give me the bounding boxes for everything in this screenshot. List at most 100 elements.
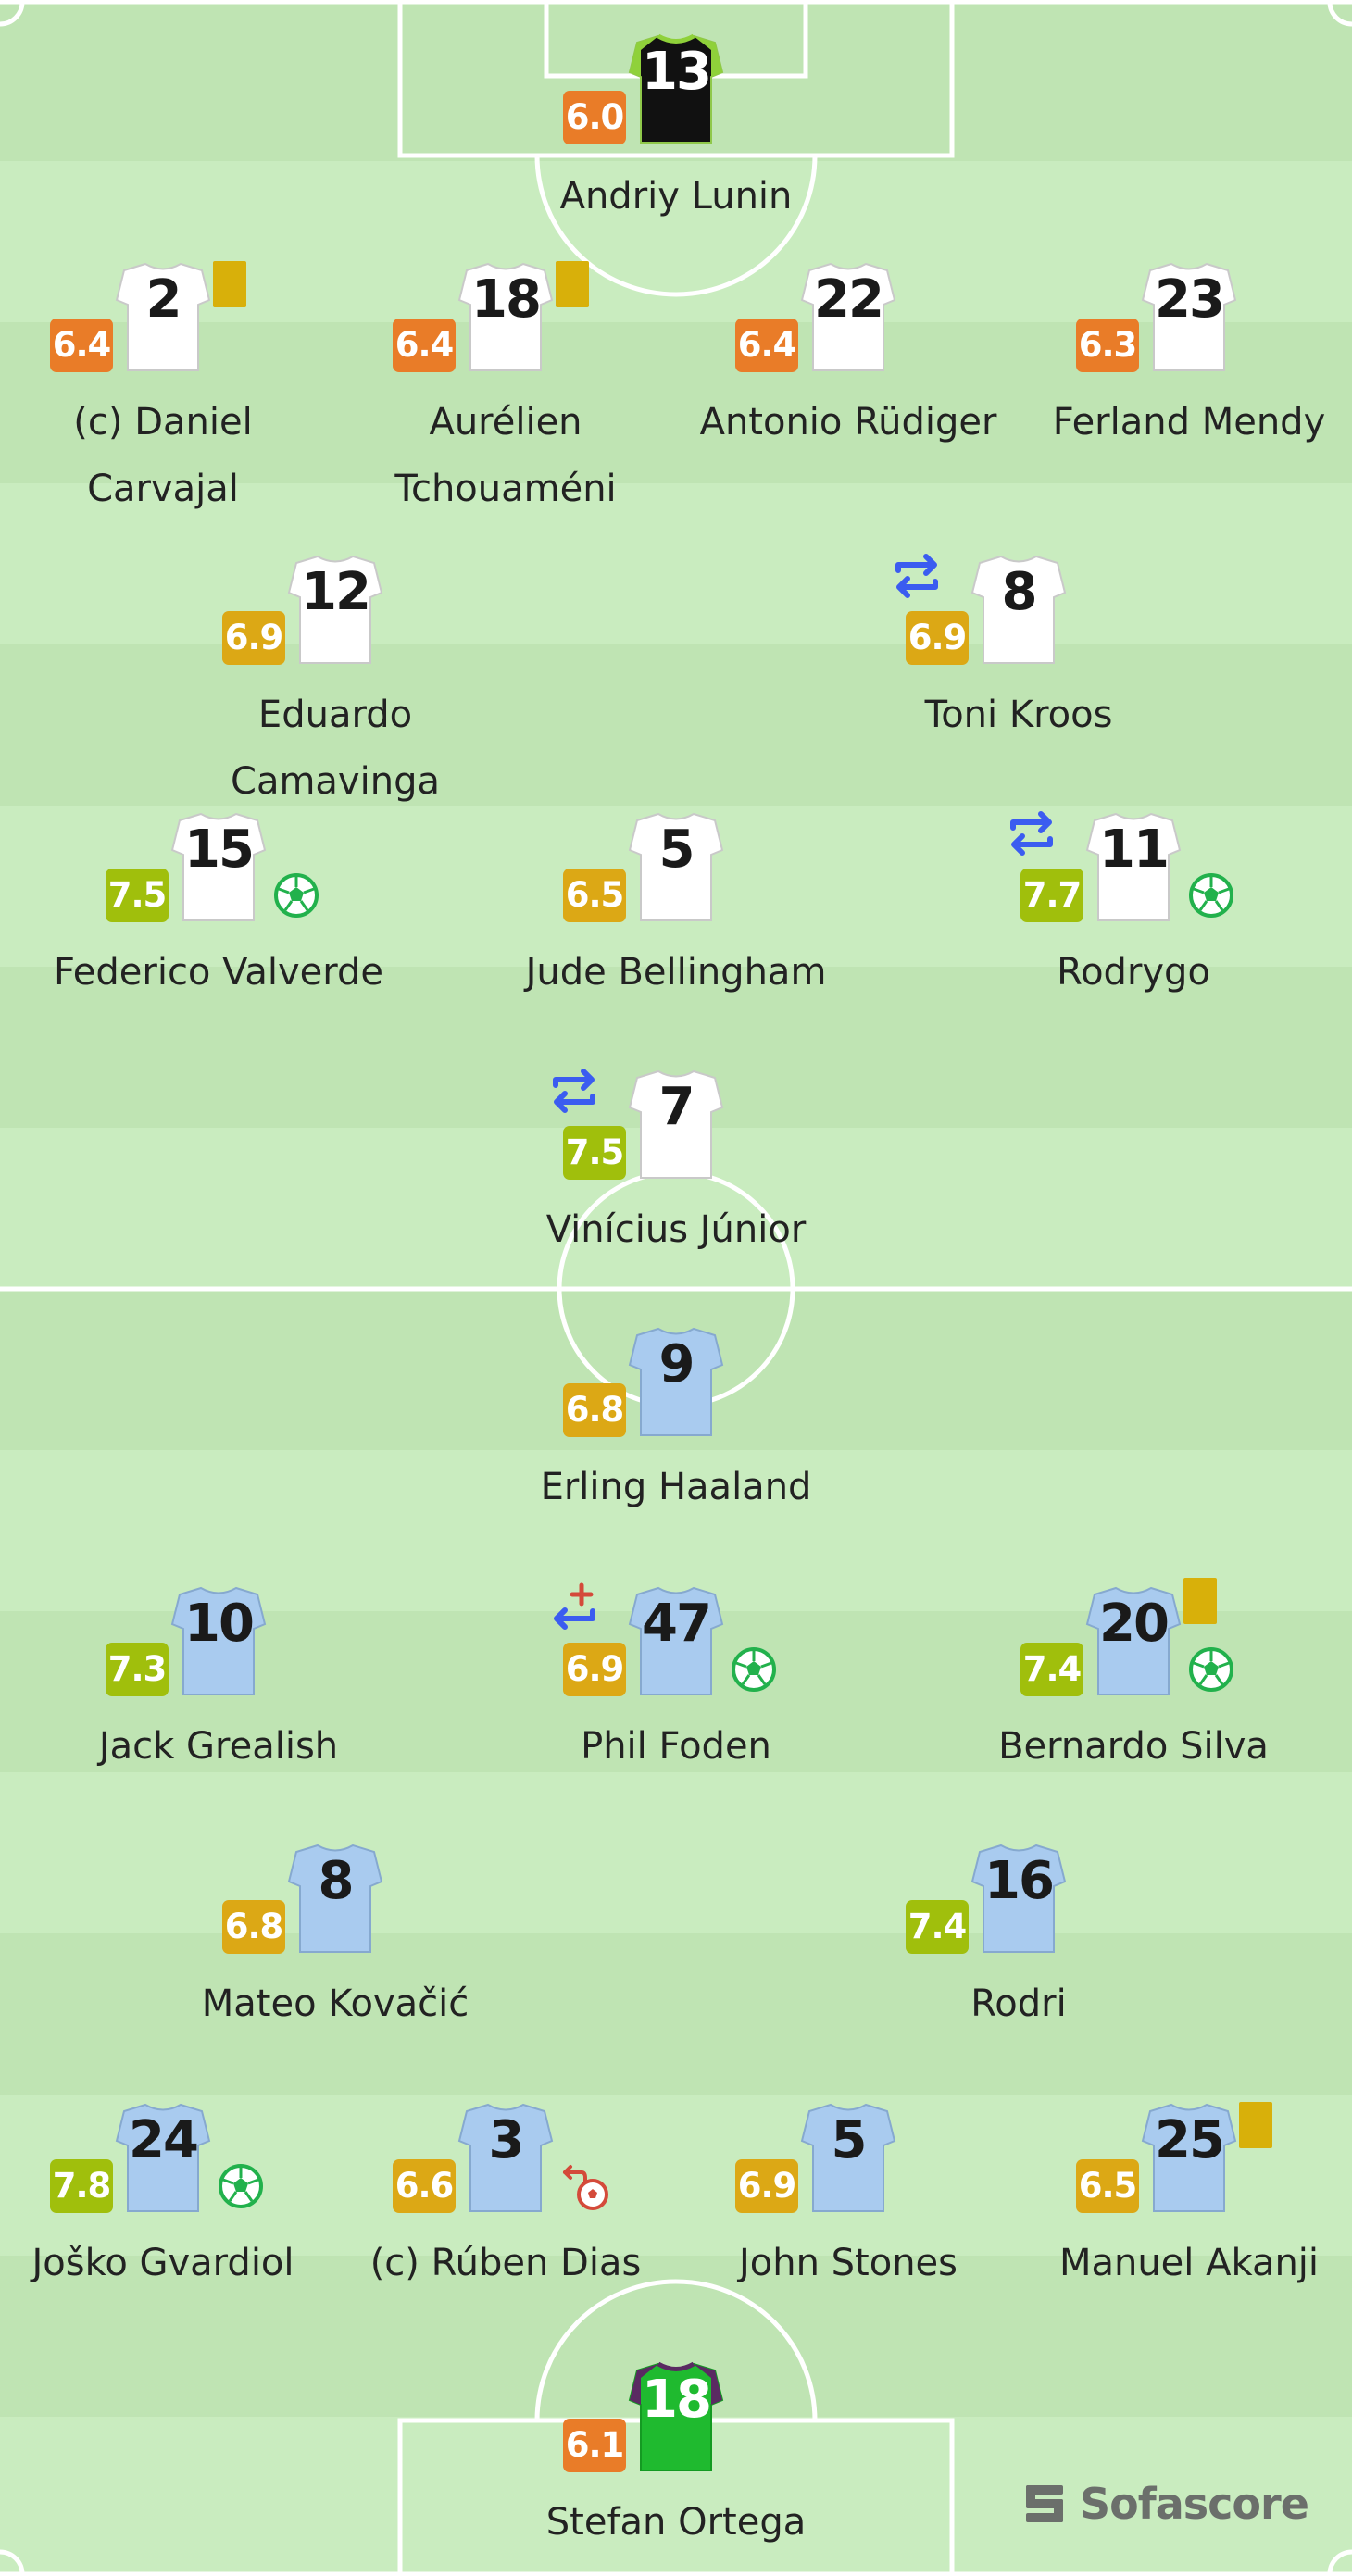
jersey-number: 3	[488, 2110, 525, 2170]
player-name: Mateo Kovačić	[201, 1982, 469, 2025]
player-card[interactable]: 5 6.9 John Stones	[672, 2102, 1024, 2370]
jersey-icon	[1085, 812, 1182, 921]
yellow-card-icon	[213, 261, 246, 307]
sofascore-logo-icon	[1026, 2485, 1063, 2522]
player-rating: 7.4	[906, 1900, 969, 1954]
jersey: 11	[1085, 811, 1182, 922]
player-rating: 6.3	[1076, 319, 1139, 372]
player-name: Andriy Lunin	[559, 175, 793, 218]
jersey: 16	[970, 1843, 1067, 1954]
player-rating: 7.4	[1020, 1643, 1083, 1696]
brand-name: Sofascore	[1080, 2479, 1309, 2529]
swap-arrows-icon	[553, 1069, 595, 1113]
jersey-number: 11	[1099, 819, 1170, 880]
jersey-number: 12	[301, 562, 371, 622]
player-card[interactable]: 24 7.8 Joško Gvardiol	[0, 2102, 339, 2370]
player-rating: 6.9	[222, 611, 285, 665]
player-card[interactable]: 5 6.5 Jude Bellingham	[500, 811, 852, 1080]
jersey-icon	[457, 262, 554, 371]
player-name: Antonio Rüdiger	[699, 401, 997, 444]
football-icon	[732, 1647, 776, 1692]
player-card[interactable]: 9 6.8 Erling Haaland	[500, 1326, 852, 1594]
player-card[interactable]: 20 7.4 Bernardo Silva	[958, 1578, 1309, 1854]
jersey-number: 5	[658, 819, 695, 880]
player-rating: 6.1	[563, 2419, 626, 2472]
jersey-number: 10	[184, 1594, 255, 1654]
jersey-icon	[1141, 262, 1237, 371]
player-name: Joško Gvardiol	[31, 2242, 294, 2284]
player-card[interactable]: 7 7.5 Vinícius Júnior	[500, 1069, 852, 1337]
player-rating: 6.4	[393, 319, 456, 372]
jersey: 5	[628, 811, 724, 922]
jersey-icon	[628, 1069, 724, 1179]
player-card[interactable]: 10 7.3 Jack Grealish	[43, 1585, 394, 1854]
jersey-icon	[115, 2103, 211, 2212]
jersey: 5	[800, 2102, 896, 2213]
player-card[interactable]: 25 6.5 Manuel Akanji	[1013, 2102, 1352, 2370]
player-name: Toni Kroos	[924, 694, 1113, 736]
jersey-number: 13	[642, 42, 712, 102]
player-rating: 6.8	[222, 1900, 285, 1954]
football-icon	[219, 2164, 263, 2208]
jersey-number: 16	[984, 1851, 1055, 1911]
player-card[interactable]: 18 6.4 Aurélien Tchouaméni	[330, 261, 682, 530]
player-rating: 6.9	[563, 1643, 626, 1696]
player-card[interactable]: 13 6.0 Andriy Lunin	[500, 33, 852, 302]
own-goal-icon	[563, 2165, 608, 2210]
player-card[interactable]: 47 6.9 Phil Foden	[500, 1582, 852, 1854]
player-card[interactable]: 8 6.9 Toni Kroos	[843, 554, 1195, 822]
jersey-number: 8	[318, 1851, 355, 1911]
player-rating: 6.8	[563, 1383, 626, 1437]
jersey: 18	[628, 2361, 724, 2472]
jersey: 8	[287, 1843, 383, 1954]
jersey-icon	[287, 1844, 383, 1953]
yellow-card-icon	[1183, 1578, 1217, 1624]
jersey-number: 25	[1155, 2110, 1225, 2170]
player-name: (c) Daniel Carvajal	[73, 401, 253, 510]
jersey-number: 23	[1155, 269, 1225, 330]
jersey: 7	[628, 1069, 724, 1180]
jersey: 25	[1141, 2102, 1237, 2213]
jersey: 12	[287, 554, 383, 665]
player-name: Jude Bellingham	[525, 951, 827, 994]
player-card[interactable]: 22 6.4 Antonio Rüdiger	[672, 261, 1024, 530]
jersey-number: 18	[642, 2370, 712, 2430]
player-card[interactable]: 3 6.6 (c) Rúben Dias	[330, 2102, 682, 2370]
player-name: Stefan Ortega	[545, 2501, 807, 2544]
player-name: Rodrygo	[1057, 951, 1210, 994]
player-name: Phil Foden	[581, 1725, 771, 1768]
player-card[interactable]: 2 6.4 (c) Daniel Carvajal	[0, 261, 339, 530]
jersey: 24	[115, 2102, 211, 2213]
jersey-icon	[800, 2103, 896, 2212]
jersey: 20	[1085, 1585, 1182, 1696]
player-name: Manuel Akanji	[1058, 2242, 1320, 2284]
player-name: Bernardo Silva	[998, 1725, 1269, 1768]
player-card[interactable]: 8 6.8 Mateo Kovačić	[159, 1843, 511, 2111]
jersey-icon	[170, 1586, 267, 1695]
pitch-stripe	[0, 1933, 1352, 2095]
player-card[interactable]: 16 7.4 Rodri	[843, 1843, 1195, 2111]
player-card[interactable]: 18 6.1 Stefan Ortega	[500, 2361, 852, 2576]
player-card[interactable]: 11 7.7 Rodrygo	[958, 811, 1309, 1080]
jersey-icon	[628, 1586, 724, 1695]
player-name: Erling Haaland	[540, 1466, 812, 1508]
goalkeeper-jersey-icon	[628, 2361, 724, 2471]
player-card[interactable]: 15 7.5 Federico Valverde	[43, 811, 394, 1080]
player-rating: 6.9	[906, 611, 969, 665]
jersey: 18	[457, 261, 554, 372]
player-rating: 6.6	[393, 2159, 456, 2213]
jersey-number: 20	[1099, 1594, 1170, 1654]
jersey-icon	[457, 2103, 554, 2212]
football-icon	[1189, 873, 1233, 918]
player-card[interactable]: 12 6.9 Eduardo Camavinga	[159, 554, 511, 822]
pitch-stripe	[0, 644, 1352, 806]
jersey-icon	[628, 1327, 724, 1436]
jersey-icon	[628, 812, 724, 921]
player-rating: 6.5	[563, 869, 626, 922]
player-card[interactable]: 23 6.3 Ferland Mendy	[1013, 261, 1352, 530]
player-rating: 6.0	[563, 91, 626, 144]
jersey-icon	[800, 262, 896, 371]
swap-arrows-icon	[1010, 811, 1053, 856]
jersey-icon	[115, 262, 211, 371]
player-rating: 6.4	[50, 319, 113, 372]
